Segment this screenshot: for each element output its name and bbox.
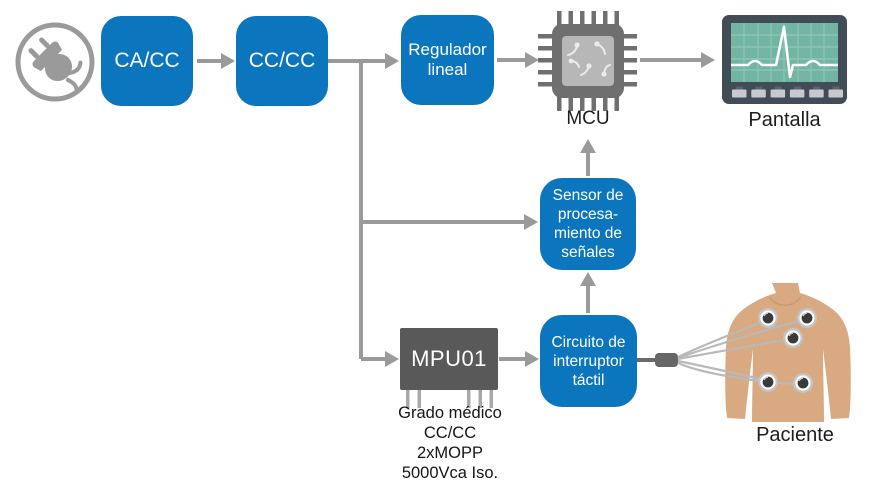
block-sensor-line3: miento de — [553, 225, 623, 242]
mcu-chip-icon — [538, 11, 637, 111]
mpu01-note-line3: 2xMOPP — [416, 444, 484, 462]
block-sensor-line2: procesa- — [557, 206, 619, 223]
block-cc-cc: CC/CC — [236, 16, 328, 106]
block-ca-cc: CA/CC — [101, 16, 193, 106]
arrow-sensor-to-mcu — [580, 139, 596, 176]
block-circuito-line3: táctil — [572, 371, 605, 389]
mpu01-note: Grado médico CC/CC 2xMOPP 5000Vca Iso. — [370, 403, 530, 483]
electrode-icon — [797, 308, 817, 328]
block-mpu01-label: MPU01 — [411, 346, 487, 371]
electrode-icon — [793, 373, 813, 393]
block-circuito-line1: Circuito de — [551, 333, 626, 351]
block-regulador-line2: lineal — [427, 60, 468, 79]
electrode-icon — [758, 308, 778, 328]
mpu01-note-line4: 5000Vca Iso. — [401, 464, 499, 482]
mpu01-note-line2: CC/CC — [423, 424, 477, 442]
block-sensor-senales: Sensor de procesa- miento de señales — [540, 178, 636, 270]
paciente-label: Paciente — [756, 424, 834, 446]
arrow-mpu01-to-circuito — [499, 351, 539, 367]
monitor-buttons — [732, 86, 843, 98]
electrode-icon — [783, 328, 803, 348]
arrow-regulador-to-mcu — [497, 52, 539, 68]
mcu-label: MCU — [566, 108, 610, 129]
arrow-cacc-to-cccc — [197, 53, 235, 69]
block-interruptor-tactil: Circuito de interruptor táctil — [540, 315, 637, 407]
block-mpu01: MPU01 — [400, 328, 498, 390]
ecg-waveform — [731, 25, 838, 79]
block-regulador-lineal: Regulador lineal — [401, 15, 494, 105]
display-monitor-icon — [722, 15, 847, 104]
block-circuito-line2: interruptor — [553, 352, 624, 370]
arrow-cccc-to-regulador — [328, 53, 399, 69]
power-plug-icon — [15, 22, 95, 102]
ecg-screen — [731, 23, 838, 82]
mpu01-pins — [406, 390, 493, 408]
cable-connector-icon — [637, 318, 804, 386]
pantalla-label: Pantalla — [748, 109, 821, 131]
arrow-trunk-to-mpu01 — [361, 351, 399, 367]
flow-arrows — [197, 52, 715, 367]
block-sensor-line1: Sensor de — [552, 187, 624, 204]
block-cc-cc-label: CC/CC — [248, 48, 316, 72]
arrow-trunk-to-sensor — [361, 214, 538, 230]
electrode-icon — [758, 372, 778, 392]
block-sensor-line4: señales — [561, 244, 615, 261]
arrow-circuito-to-sensor — [580, 272, 596, 313]
arrow-mcu-to-pantalla — [640, 52, 715, 68]
mpu01-note-line1: Grado médico — [398, 404, 502, 422]
block-regulador-line1: Regulador — [408, 39, 487, 59]
electrodes — [758, 308, 817, 393]
patient-torso-icon — [725, 283, 851, 422]
electrode-wires — [677, 318, 804, 386]
block-ca-cc-label: CA/CC — [114, 48, 180, 72]
